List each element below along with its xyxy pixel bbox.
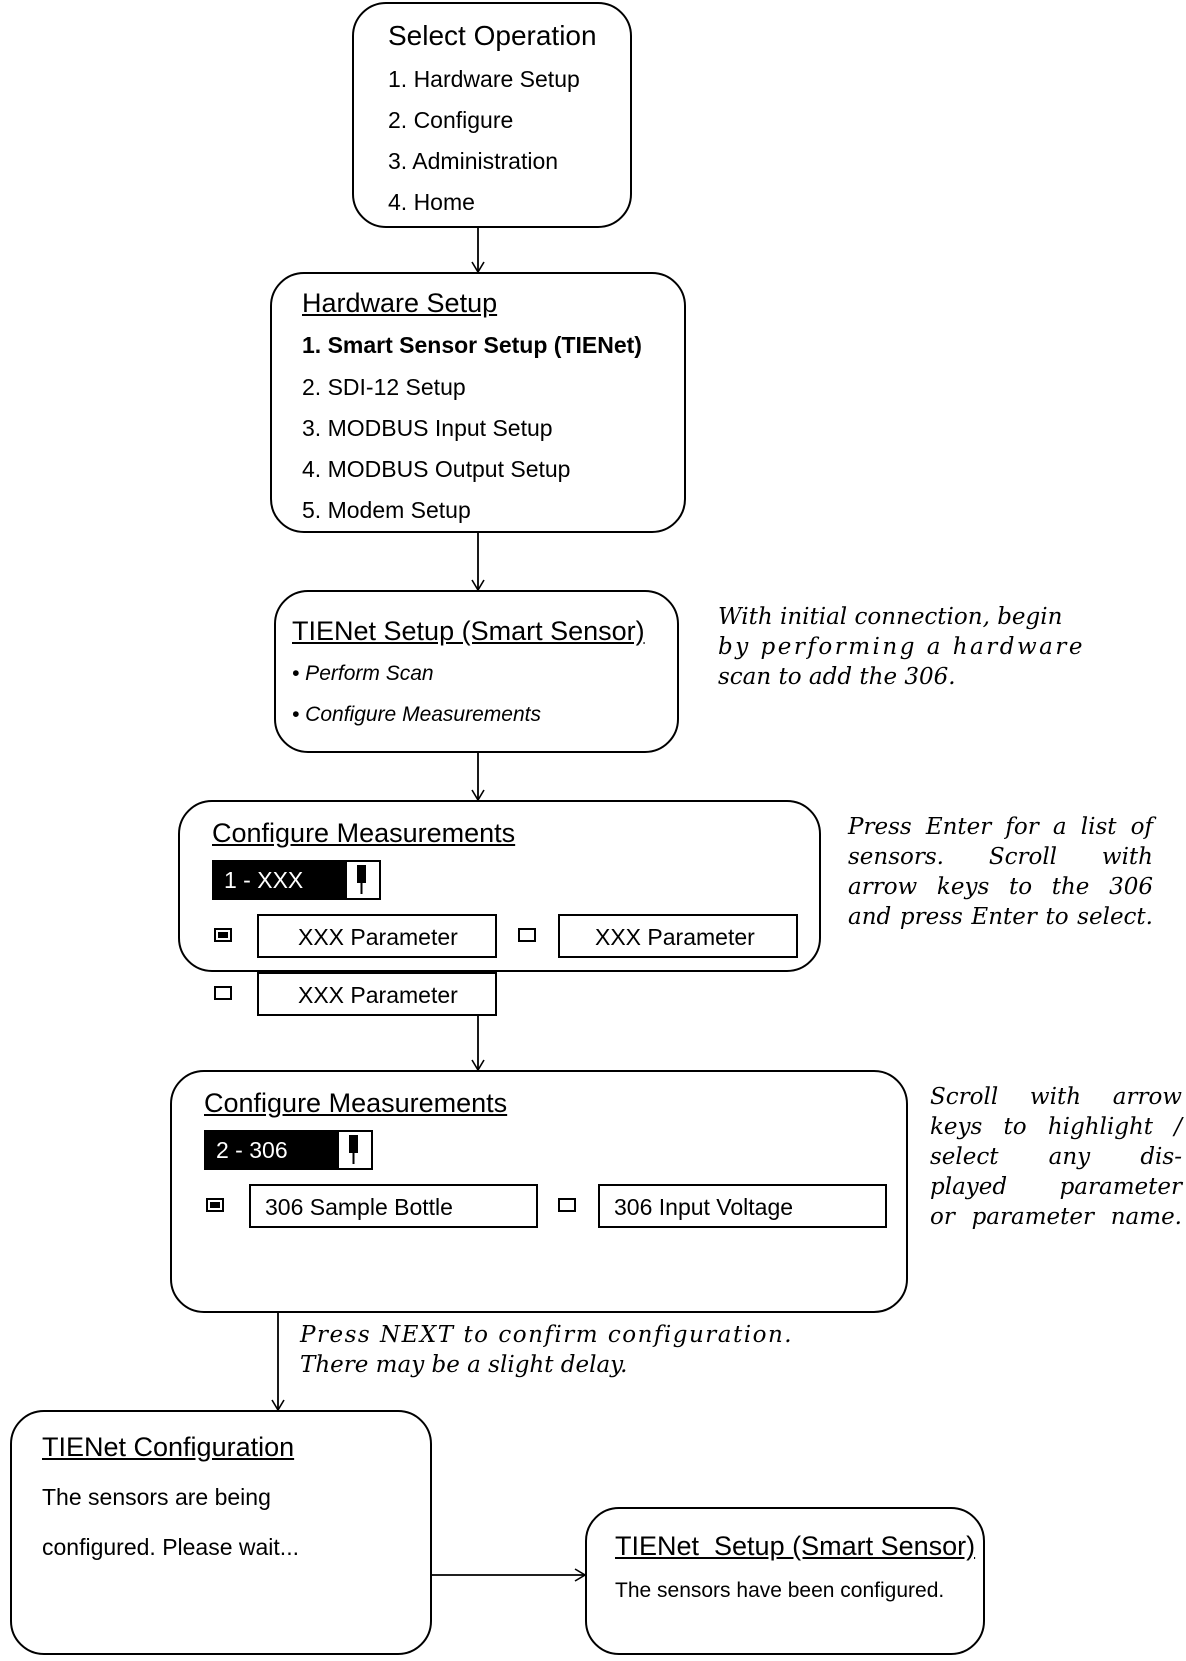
tienet-configuration-line-1: The sensors are being	[42, 1484, 271, 1510]
hardware-setup-box: Hardware Setup 1. Smart Sensor Setup (TI…	[270, 272, 686, 533]
param-field-2b[interactable]: 306 Input Voltage	[598, 1184, 887, 1228]
menu-item-modbus-output-setup[interactable]: 4. MODBUS Output Setup	[302, 456, 571, 482]
tienet-setup-done-box: TIENet Setup (Smart Sensor) The sensors …	[585, 1507, 985, 1655]
tienet-setup-note: With initial connection, begin by perfor…	[718, 604, 1085, 690]
menu-item-sdi12-setup[interactable]: 2. SDI-12 Setup	[302, 374, 466, 400]
param-field-2a[interactable]: 306 Sample Bottle	[249, 1184, 538, 1228]
select-operation-title: Select Operation	[388, 20, 597, 51]
menu-item-smart-sensor-setup[interactable]: 1. Smart Sensor Setup (TIENet)	[302, 332, 642, 358]
sensor-selector-value-1: 1 - XXX	[224, 867, 304, 893]
configure-measurements-note-2: Scroll with arrow keys to highlight / se…	[930, 1084, 1182, 1230]
sensor-selector-1[interactable]: 1 - XXX	[212, 860, 381, 900]
menu-item-configure[interactable]: 2. Configure	[388, 107, 514, 133]
param-checkbox-1b[interactable]	[518, 928, 536, 942]
configure-measurements-note-1: Press Enter for a list of sensors. Scrol…	[848, 814, 1153, 930]
probe-icon[interactable]	[337, 1132, 371, 1168]
menu-item-modem-setup[interactable]: 5. Modem Setup	[302, 497, 471, 523]
tienet-setup-done-title: TIENet Setup (Smart Sensor)	[615, 1531, 976, 1561]
tienet-configuration-box: TIENet Configuration The sensors are bei…	[10, 1410, 432, 1655]
param-checkbox-1c[interactable]	[214, 986, 232, 1000]
sensor-selector-value-2: 2 - 306	[216, 1137, 288, 1163]
menu-item-configure-measurements[interactable]: • Configure Measurements	[292, 703, 541, 726]
param-field-1b[interactable]: XXX Parameter	[558, 914, 798, 958]
probe-icon[interactable]	[345, 862, 379, 898]
select-operation-box: Select Operation 1. Hardware Setup 2. Co…	[352, 2, 632, 228]
tienet-configuration-title: TIENet Configuration	[42, 1432, 295, 1462]
sensor-selector-2[interactable]: 2 - 306	[204, 1130, 373, 1170]
param-checkbox-1a[interactable]	[214, 928, 232, 942]
param-checkbox-2b[interactable]	[558, 1198, 576, 1212]
configure-measurements-box-2: Configure Measurements 2 - 306 306 Sampl…	[170, 1070, 908, 1313]
menu-item-administration[interactable]: 3. Administration	[388, 148, 559, 174]
hardware-setup-title: Hardware Setup	[302, 288, 498, 318]
next-confirm-note: Press NEXT to confirm configuration. The…	[300, 1322, 794, 1378]
configure-measurements-title-1: Configure Measurements	[212, 818, 516, 848]
menu-item-hardware-setup[interactable]: 1. Hardware Setup	[388, 66, 580, 92]
param-checkbox-2a[interactable]	[206, 1198, 224, 1212]
configure-measurements-box-1: Configure Measurements 1 - XXX XXX Param…	[178, 800, 821, 1016]
param-field-1a[interactable]: XXX Parameter	[257, 914, 497, 958]
param-field-1c[interactable]: XXX Parameter	[257, 972, 497, 1016]
tienet-setup-box: TIENet Setup (Smart Sensor) • Perform Sc…	[274, 590, 679, 753]
tienet-setup-done-line: The sensors have been configured.	[615, 1579, 945, 1602]
tienet-setup-title: TIENet Setup (Smart Sensor)	[292, 616, 645, 646]
configure-measurements-title-2: Configure Measurements	[204, 1088, 508, 1118]
menu-item-modbus-input-setup[interactable]: 3. MODBUS Input Setup	[302, 415, 553, 441]
menu-item-home[interactable]: 4. Home	[388, 189, 475, 215]
tienet-configuration-line-2: configured. Please wait...	[42, 1534, 299, 1560]
menu-item-perform-scan[interactable]: • Perform Scan	[292, 662, 434, 685]
